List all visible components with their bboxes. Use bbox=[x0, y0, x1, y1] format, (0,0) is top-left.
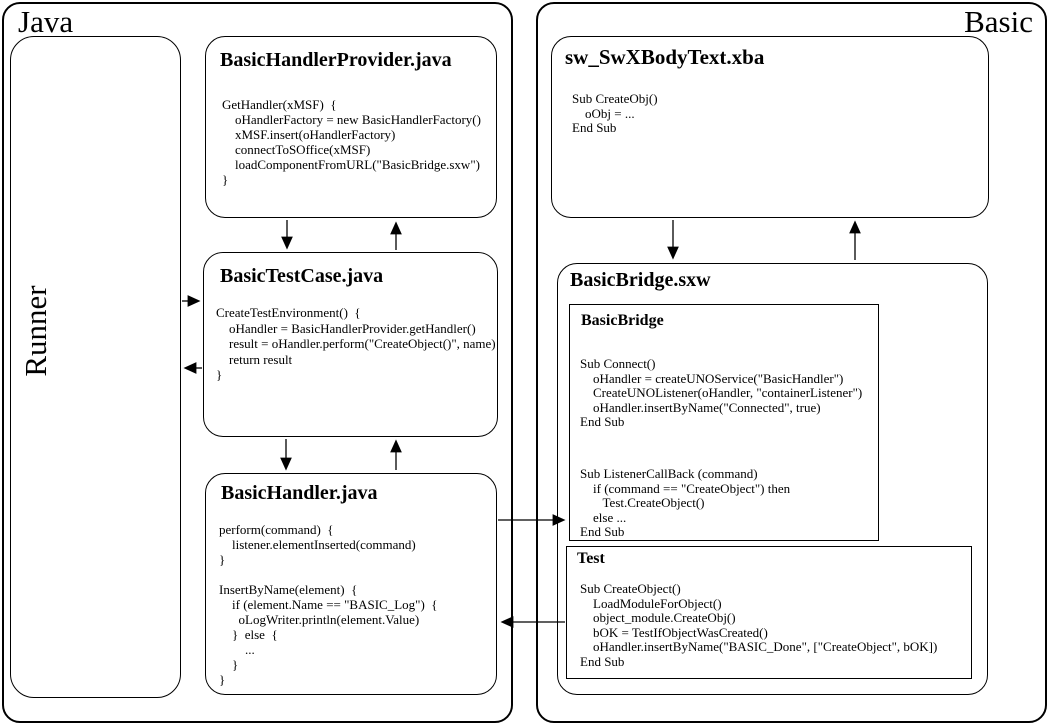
basicbridge-connect-code: Sub Connect() oHandler = createUNOServic… bbox=[580, 356, 863, 429]
basicbridge-listener-code: Sub ListenerCallBack (command) if (comma… bbox=[580, 466, 791, 539]
basic-panel-label: Basic bbox=[964, 4, 1033, 39]
basichandlerprovider-title: BasicHandlerProvider.java bbox=[220, 49, 452, 71]
basicbridge-sxw-box: BasicBridge.sxw BasicBridge Sub Connect(… bbox=[557, 263, 988, 695]
runner-box: Runner bbox=[10, 36, 181, 698]
basictestcase-title: BasicTestCase.java bbox=[220, 265, 384, 287]
sw-swxbodytext-code: Sub CreateObj() oObj = ... End Sub bbox=[572, 91, 658, 135]
basicbridge-module-box: BasicBridge Sub Connect() oHandler = cre… bbox=[569, 304, 879, 541]
test-module-box: Test Sub CreateObject() LoadModuleForObj… bbox=[566, 546, 972, 679]
runner-label: Runner bbox=[18, 285, 53, 377]
basichandlerprovider-box: BasicHandlerProvider.java GetHandler(xMS… bbox=[205, 36, 497, 218]
test-module-code: Sub CreateObject() LoadModuleForObject()… bbox=[580, 581, 938, 669]
basicbridge-module-title: BasicBridge bbox=[581, 312, 664, 329]
basictestcase-box: BasicTestCase.java CreateTestEnvironment… bbox=[203, 252, 498, 437]
sw-swxbodytext-box: sw_SwXBodyText.xba Sub CreateObj() oObj … bbox=[551, 36, 989, 218]
basichandler-code: perform(command) { listener.elementInser… bbox=[219, 522, 438, 687]
java-panel-label: Java bbox=[18, 4, 74, 39]
sw-swxbodytext-title: sw_SwXBodyText.xba bbox=[565, 45, 765, 69]
basichandlerprovider-code: GetHandler(xMSF) { oHandlerFactory = new… bbox=[222, 97, 481, 187]
basicbridge-sxw-title: BasicBridge.sxw bbox=[570, 269, 711, 291]
basictestcase-code: CreateTestEnvironment() { oHandler = Bas… bbox=[216, 305, 496, 382]
basichandler-box: BasicHandler.java perform(command) { lis… bbox=[205, 473, 497, 695]
basichandler-title: BasicHandler.java bbox=[221, 482, 378, 504]
test-module-title: Test bbox=[577, 550, 605, 567]
